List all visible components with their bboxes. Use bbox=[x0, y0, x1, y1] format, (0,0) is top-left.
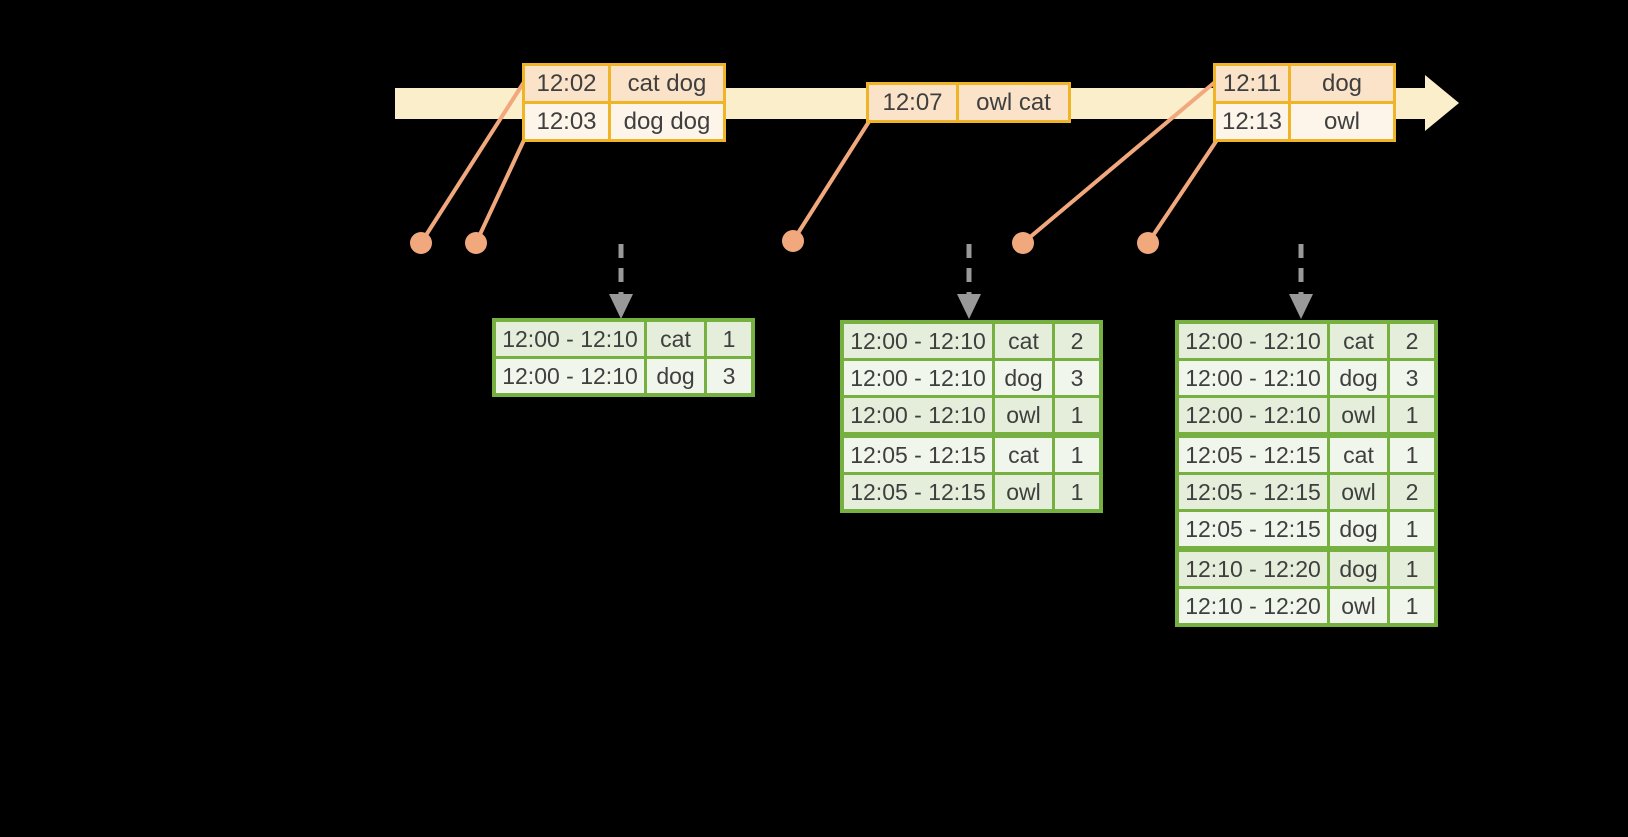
count-cell: 3 bbox=[707, 359, 751, 393]
word-cell: dog bbox=[1330, 512, 1387, 546]
window-cell: 12:05 - 12:15 bbox=[844, 438, 992, 472]
window-cell: 12:00 - 12:10 bbox=[1179, 361, 1327, 395]
count-cell: 1 bbox=[707, 322, 751, 356]
word-cell: owl bbox=[1330, 475, 1387, 509]
word-cell: dog bbox=[647, 359, 704, 393]
window-cell: 12:05 - 12:15 bbox=[1179, 512, 1327, 546]
window-cell: 12:10 - 12:20 bbox=[1179, 552, 1327, 586]
count-cell: 1 bbox=[1390, 512, 1434, 546]
count-cell: 1 bbox=[1055, 398, 1099, 432]
trigger-arrowhead-icon bbox=[609, 294, 633, 319]
count-cell: 1 bbox=[1390, 438, 1434, 472]
words-cell: cat dog bbox=[611, 66, 723, 101]
count-cell: 1 bbox=[1390, 552, 1434, 586]
word-cell: dog bbox=[1330, 552, 1387, 586]
window-cell: 12:05 - 12:15 bbox=[1179, 475, 1327, 509]
window-cell: 12:05 - 12:15 bbox=[844, 475, 992, 509]
word-cell: dog bbox=[1330, 361, 1387, 395]
words-cell: owl cat bbox=[959, 85, 1068, 120]
window-cell: 12:00 - 12:10 bbox=[1179, 324, 1327, 358]
event-dot bbox=[465, 232, 487, 254]
window-cell: 12:00 - 12:10 bbox=[496, 322, 644, 356]
count-cell: 1 bbox=[1055, 475, 1099, 509]
count-cell: 1 bbox=[1055, 438, 1099, 472]
word-cell: cat bbox=[1330, 438, 1387, 472]
word-cell: cat bbox=[1330, 324, 1387, 358]
timeline-arrowhead-icon bbox=[1425, 75, 1459, 131]
window-cell: 12:10 - 12:20 bbox=[1179, 589, 1327, 623]
word-cell: cat bbox=[995, 438, 1052, 472]
time-cell: 12:11 bbox=[1216, 66, 1288, 101]
count-cell: 3 bbox=[1055, 361, 1099, 395]
connector-line bbox=[1146, 138, 1219, 245]
time-cell: 12:13 bbox=[1216, 104, 1288, 139]
word-cell: dog bbox=[995, 361, 1052, 395]
event-dot bbox=[410, 232, 432, 254]
words-cell: dog bbox=[1291, 66, 1393, 101]
event-dot bbox=[782, 230, 804, 252]
count-cell: 2 bbox=[1390, 324, 1434, 358]
words-cell: dog dog bbox=[611, 104, 723, 139]
time-cell: 12:07 bbox=[869, 85, 956, 120]
word-cell: owl bbox=[995, 398, 1052, 432]
count-cell: 2 bbox=[1055, 324, 1099, 358]
trigger-arrowhead-icon bbox=[957, 294, 981, 319]
word-cell: owl bbox=[1330, 398, 1387, 432]
event-dot bbox=[1137, 232, 1159, 254]
count-cell: 3 bbox=[1390, 361, 1434, 395]
window-cell: 12:00 - 12:10 bbox=[1179, 398, 1327, 432]
word-cell: cat bbox=[995, 324, 1052, 358]
window-cell: 12:00 - 12:10 bbox=[844, 398, 992, 432]
connector-line bbox=[419, 80, 526, 245]
connector-line bbox=[1021, 80, 1217, 245]
count-cell: 1 bbox=[1390, 589, 1434, 623]
window-cell: 12:05 - 12:15 bbox=[1179, 438, 1327, 472]
word-cell: owl bbox=[1330, 589, 1387, 623]
connector-line bbox=[791, 118, 872, 243]
trigger-arrowhead-icon bbox=[1289, 294, 1313, 319]
word-cell: cat bbox=[647, 322, 704, 356]
time-cell: 12:02 bbox=[525, 66, 608, 101]
window-cell: 12:00 - 12:10 bbox=[496, 359, 644, 393]
word-cell: owl bbox=[995, 475, 1052, 509]
words-cell: owl bbox=[1291, 104, 1393, 139]
connector-line bbox=[474, 138, 526, 245]
time-cell: 12:03 bbox=[525, 104, 608, 139]
window-cell: 12:00 - 12:10 bbox=[844, 361, 992, 395]
event-dot bbox=[1012, 232, 1034, 254]
count-cell: 2 bbox=[1390, 475, 1434, 509]
window-cell: 12:00 - 12:10 bbox=[844, 324, 992, 358]
count-cell: 1 bbox=[1390, 398, 1434, 432]
